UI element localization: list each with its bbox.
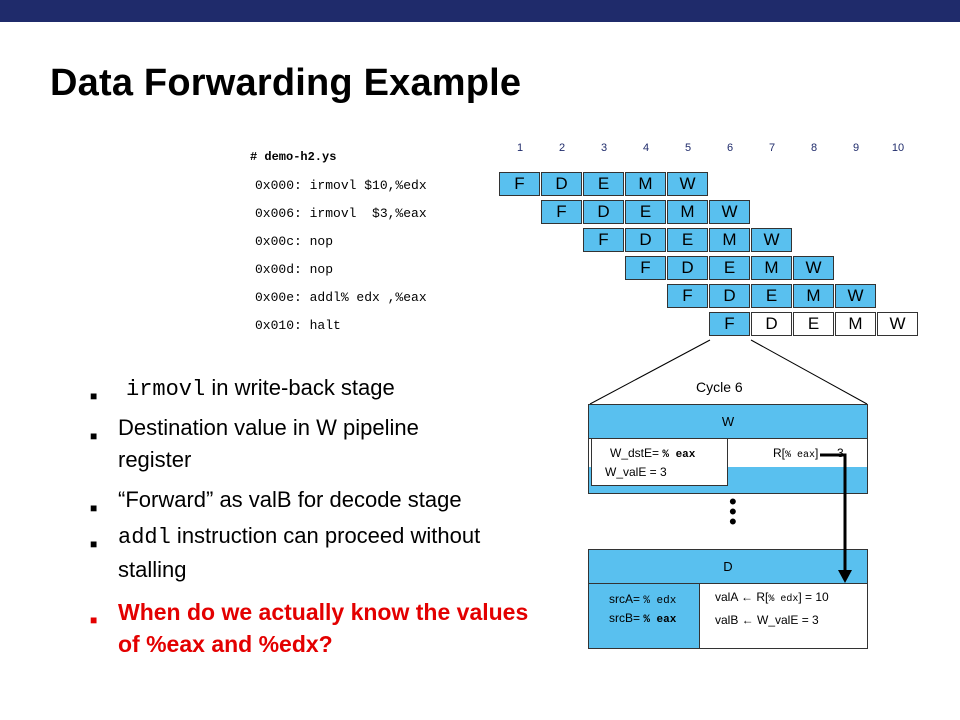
bullet-square-icon: ■ — [90, 537, 98, 551]
stage-cell-m: M — [709, 228, 750, 252]
code-line-6: 0x010: halt — [255, 318, 341, 333]
stage-cell-e: E — [793, 312, 834, 336]
d-valb: valB ← W_valE = 3 — [715, 613, 819, 627]
d-stage-box: D — [588, 549, 868, 649]
stage-cell-m: M — [835, 312, 876, 336]
bullet-text: “Forward” as valB for decode stage — [118, 487, 462, 512]
bullet-square-icon: ■ — [90, 501, 98, 515]
bullet-text: instruction can proceed without stalling — [118, 523, 481, 582]
w-dste-label: W_dstE= — [610, 446, 660, 460]
stage-cell-d: D — [751, 312, 792, 336]
d-vala: valA ← R[% edx] = 10 — [715, 590, 829, 605]
stage-cell-f: F — [541, 200, 582, 224]
stage-cell-f: F — [625, 256, 666, 280]
w-dste-value: % eax — [662, 449, 696, 461]
code-line-2: 0x006: irmovl $3,%eax — [255, 206, 427, 221]
cycle-number: 10 — [891, 142, 905, 154]
stage-cell-d: D — [541, 172, 582, 196]
reg-name: % eax — [785, 450, 816, 461]
w-register-values: W_dstE= % eax W_valE = 3 — [591, 438, 728, 486]
srca-label: srcA= — [609, 592, 641, 606]
vala-suffix: ] = 10 — [798, 590, 829, 604]
vala-reg: % edx — [768, 594, 799, 605]
bullet-square-icon: ■ — [90, 429, 98, 443]
srcb-label: srcB= — [609, 611, 641, 625]
stage-cell-w: W — [709, 200, 750, 224]
bullet-text: in write-back stage — [205, 375, 395, 400]
bullet-text: When do we actually know the values of %… — [118, 599, 529, 657]
cycle-number: 5 — [684, 142, 692, 154]
d-stage-divider — [699, 584, 700, 648]
ellipsis-dots: ••• — [729, 489, 737, 534]
stage-cell-w: W — [877, 312, 918, 336]
w-vale: W_valE = 3 — [605, 465, 667, 479]
program-filename: # demo-h2.ys — [250, 150, 337, 164]
stage-cell-e: E — [709, 256, 750, 280]
cycle-number: 2 — [558, 142, 566, 154]
bullet-text: Destination value in W pipeline register — [118, 415, 419, 472]
stage-cell-d: D — [583, 200, 624, 224]
srca-value: % edx — [643, 595, 677, 607]
reg-r: R[ — [773, 446, 785, 460]
stage-cell-w: W — [667, 172, 708, 196]
cycle-number: 6 — [726, 142, 734, 154]
stage-cell-f: F — [583, 228, 624, 252]
stage-cell-e: E — [667, 228, 708, 252]
stage-cell-d: D — [667, 256, 708, 280]
stage-cell-d: D — [625, 228, 666, 252]
d-srcb: srcB= % eax — [609, 611, 676, 626]
vala-prefix: valA ← R[ — [715, 590, 769, 604]
stage-cell-w: W — [835, 284, 876, 308]
stage-cell-e: E — [751, 284, 792, 308]
stage-cell-e: E — [583, 172, 624, 196]
stage-cell-m: M — [625, 172, 666, 196]
slide-title: Data Forwarding Example — [50, 62, 522, 104]
stage-cell-f: F — [499, 172, 540, 196]
cycle-number: 9 — [852, 142, 860, 154]
d-stage-header: D — [589, 550, 867, 584]
d-stage-left-panel — [589, 584, 699, 648]
bullet-code: irmovl — [126, 377, 206, 402]
stage-cell-d: D — [709, 284, 750, 308]
w-stage-header: W — [589, 405, 867, 439]
code-line-5: 0x00e: addl% edx ,%eax — [255, 290, 427, 305]
bullet-square-icon: ■ — [90, 389, 98, 403]
bullet-code: addl — [118, 525, 171, 550]
top-banner — [0, 0, 960, 22]
cycle-number: 3 — [600, 142, 608, 154]
cycle-number: 8 — [810, 142, 818, 154]
stage-cell-e: E — [625, 200, 666, 224]
code-line-1: 0x000: irmovl $10,%edx — [255, 178, 427, 193]
stage-cell-f: F — [709, 312, 750, 336]
cycle-number: 7 — [768, 142, 776, 154]
d-srca: srcA= % edx — [609, 592, 676, 607]
cycle-number: 1 — [516, 142, 524, 154]
cycle-label: Cycle 6 — [696, 379, 743, 395]
stage-cell-m: M — [793, 284, 834, 308]
code-line-4: 0x00d: nop — [255, 262, 334, 277]
stage-cell-w: W — [751, 228, 792, 252]
stage-cell-w: W — [793, 256, 834, 280]
cycle-number: 4 — [642, 142, 650, 154]
stage-cell-f: F — [667, 284, 708, 308]
stage-cell-m: M — [751, 256, 792, 280]
srcb-value: % eax — [643, 614, 677, 626]
code-line-3: 0x00c: nop — [255, 234, 334, 249]
bullet-square-icon: ■ — [90, 613, 98, 627]
stage-cell-m: M — [667, 200, 708, 224]
